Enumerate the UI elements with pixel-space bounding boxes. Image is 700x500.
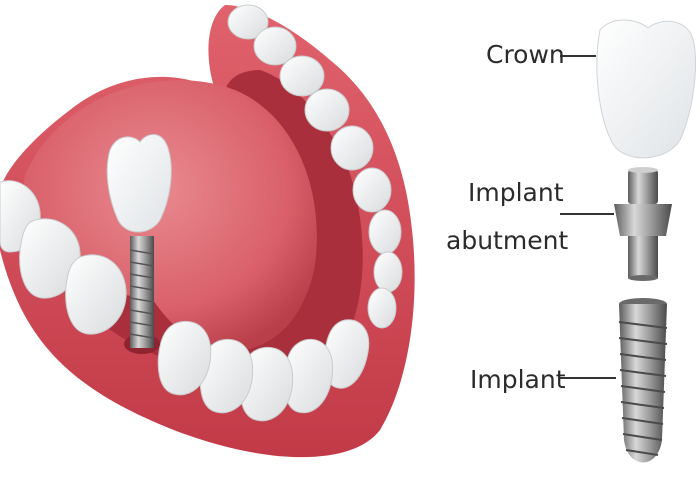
jaw-implant (106, 134, 172, 348)
implant-screw-icon (618, 298, 668, 463)
leader-lines (560, 55, 616, 379)
teeth-right-row (227, 4, 403, 329)
jaw-illustration (0, 4, 415, 458)
teeth-left-row (0, 180, 127, 335)
implant-label: Implant (470, 365, 566, 394)
crown-icon (596, 19, 697, 159)
implant-abutment-label-line1: Implant (468, 178, 564, 207)
crown-label: Crown (486, 40, 565, 69)
abutment-icon (614, 167, 672, 281)
implant-abutment-label-line2: abutment (446, 226, 569, 255)
teeth-front-row (157, 319, 370, 422)
